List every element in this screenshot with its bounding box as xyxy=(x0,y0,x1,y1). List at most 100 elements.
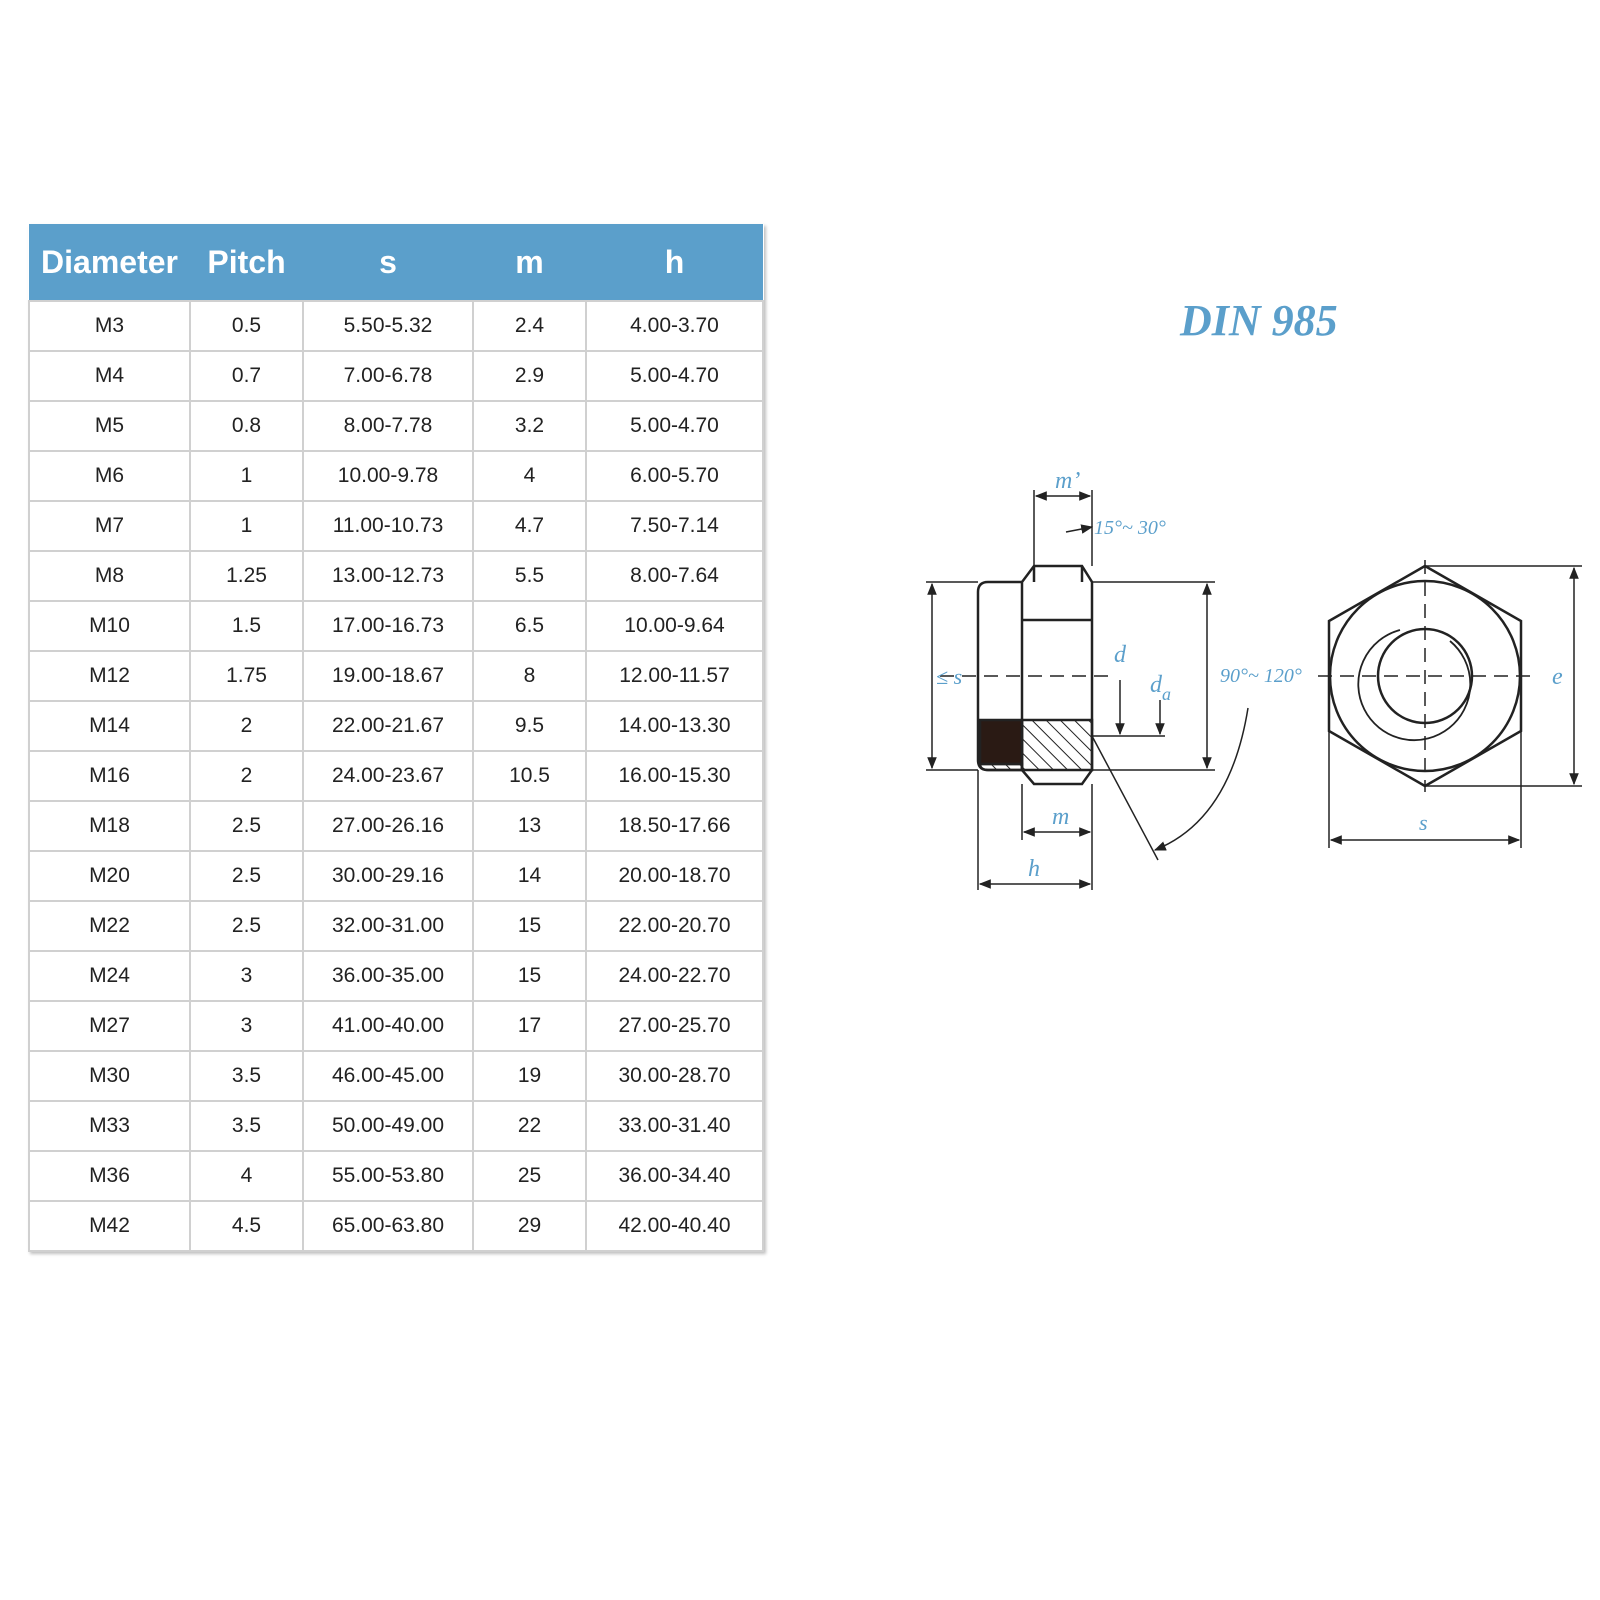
cell-diameter: M6 xyxy=(28,450,191,502)
cell-m: 4 xyxy=(472,450,587,502)
cell-diameter: M24 xyxy=(28,950,191,1002)
cell-s: 55.00-53.80 xyxy=(302,1150,474,1202)
cell-diameter: M3 xyxy=(28,300,191,352)
cell-h: 36.00-34.40 xyxy=(585,1150,764,1202)
thread-arc xyxy=(1357,629,1472,742)
cell-m: 22 xyxy=(472,1100,587,1152)
header-s: s xyxy=(303,224,473,301)
cell-pitch: 3 xyxy=(189,950,304,1002)
cell-diameter: M8 xyxy=(28,550,191,602)
cell-diameter: M36 xyxy=(28,1150,191,1202)
cell-s: 32.00-31.00 xyxy=(302,900,474,952)
cell-diameter: M10 xyxy=(28,600,191,652)
label-m-prime: m’ xyxy=(1055,468,1080,494)
label-s-le: ≤ s xyxy=(936,664,962,689)
cell-h: 42.00-40.40 xyxy=(585,1200,764,1252)
cell-diameter: M33 xyxy=(28,1100,191,1152)
cell-diameter: M18 xyxy=(28,800,191,852)
cell-pitch: 2.5 xyxy=(189,800,304,852)
cell-h: 5.00-4.70 xyxy=(585,400,764,452)
section-hatch xyxy=(1020,718,1094,772)
cell-m: 6.5 xyxy=(472,600,587,652)
cell-m: 8 xyxy=(472,650,587,702)
cell-h: 5.00-4.70 xyxy=(585,350,764,402)
label-d: d xyxy=(1114,642,1127,668)
label-h: h xyxy=(1028,856,1040,882)
dimension-labels: m’ 15°~ 30° ≤ s d da 90°~ 120° m h e s xyxy=(936,468,1563,882)
cell-diameter: M7 xyxy=(28,500,191,552)
label-s: s xyxy=(1419,810,1428,835)
header-pitch: Pitch xyxy=(190,224,303,301)
angle-side-line xyxy=(1091,735,1159,861)
cell-s: 30.00-29.16 xyxy=(302,850,474,902)
cell-m: 29 xyxy=(472,1200,587,1252)
cell-s: 65.00-63.80 xyxy=(302,1200,474,1252)
cell-pitch: 1.25 xyxy=(189,550,304,602)
cell-pitch: 1.75 xyxy=(189,650,304,702)
cell-pitch: 0.5 xyxy=(189,300,304,352)
cell-h: 20.00-18.70 xyxy=(585,850,764,902)
cell-pitch: 3.5 xyxy=(189,1050,304,1102)
cell-h: 6.00-5.70 xyxy=(585,450,764,502)
cell-m: 15 xyxy=(472,950,587,1002)
header-diameter: Diameter xyxy=(29,224,190,301)
cell-pitch: 3.5 xyxy=(189,1100,304,1152)
cell-s: 22.00-21.67 xyxy=(302,700,474,752)
label-da-main: d xyxy=(1150,672,1163,698)
cell-s: 10.00-9.78 xyxy=(302,450,474,502)
nylon-ring xyxy=(978,718,1024,766)
label-m: m xyxy=(1052,804,1069,830)
cell-s: 5.50-5.32 xyxy=(302,300,474,352)
cell-s: 17.00-16.73 xyxy=(302,600,474,652)
cell-diameter: M5 xyxy=(28,400,191,452)
cell-h: 4.00-3.70 xyxy=(585,300,764,352)
cell-pitch: 1 xyxy=(189,450,304,502)
cell-s: 11.00-10.73 xyxy=(302,500,474,552)
header-h: h xyxy=(586,224,763,301)
label-da: da xyxy=(1150,672,1171,704)
insert-hatch xyxy=(978,762,1024,772)
angle-side-arc xyxy=(1153,707,1249,851)
diagram-title: DIN 985 xyxy=(1180,296,1338,345)
cell-m: 13 xyxy=(472,800,587,852)
side-dimensions xyxy=(926,490,1249,890)
cell-diameter: M30 xyxy=(28,1050,191,1102)
cell-h: 10.00-9.64 xyxy=(585,600,764,652)
cell-pitch: 2 xyxy=(189,750,304,802)
cell-pitch: 4 xyxy=(189,1150,304,1202)
cell-h: 16.00-15.30 xyxy=(585,750,764,802)
label-angle-top: 15°~ 30° xyxy=(1094,517,1166,539)
cell-h: 7.50-7.14 xyxy=(585,500,764,552)
cell-pitch: 0.7 xyxy=(189,350,304,402)
cell-pitch: 0.8 xyxy=(189,400,304,452)
cell-pitch: 1 xyxy=(189,500,304,552)
cell-h: 22.00-20.70 xyxy=(585,900,764,952)
cell-m: 5.5 xyxy=(472,550,587,602)
cell-h: 12.00-11.57 xyxy=(585,650,764,702)
label-angle-side: 90°~ 120° xyxy=(1220,665,1302,687)
front-dimensions xyxy=(1328,565,1582,848)
header-m: m xyxy=(473,224,586,301)
cell-m: 10.5 xyxy=(472,750,587,802)
cell-diameter: M16 xyxy=(28,750,191,802)
cell-s: 27.00-26.16 xyxy=(302,800,474,852)
cell-h: 33.00-31.40 xyxy=(585,1100,764,1152)
cell-diameter: M20 xyxy=(28,850,191,902)
cell-m: 14 xyxy=(472,850,587,902)
table-header-row: Diameter Pitch s m h xyxy=(29,224,763,301)
cell-m: 2.4 xyxy=(472,300,587,352)
hex-body-outline xyxy=(1020,564,1094,786)
